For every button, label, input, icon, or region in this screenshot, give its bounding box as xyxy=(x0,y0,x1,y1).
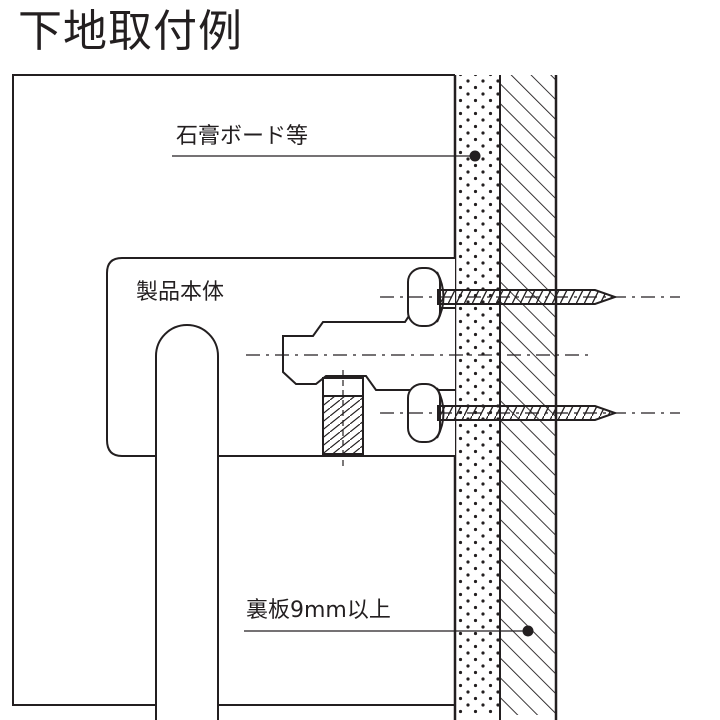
mounting-hook xyxy=(282,307,455,391)
leader-dot-backing xyxy=(522,625,534,637)
label-backing-plate: 裏板9mm以上 xyxy=(246,598,391,623)
frame-border xyxy=(12,74,455,706)
leader-dot-gypsum xyxy=(469,150,481,162)
page-title: 下地取付例 xyxy=(18,6,243,57)
rail-tube xyxy=(155,324,219,720)
backing-plate xyxy=(500,75,556,715)
gypsum-board xyxy=(455,75,500,715)
label-gypsum-board: 石膏ボード等 xyxy=(176,124,308,149)
wall-anchor xyxy=(322,370,364,470)
label-product-body: 製品本体 xyxy=(136,280,224,305)
